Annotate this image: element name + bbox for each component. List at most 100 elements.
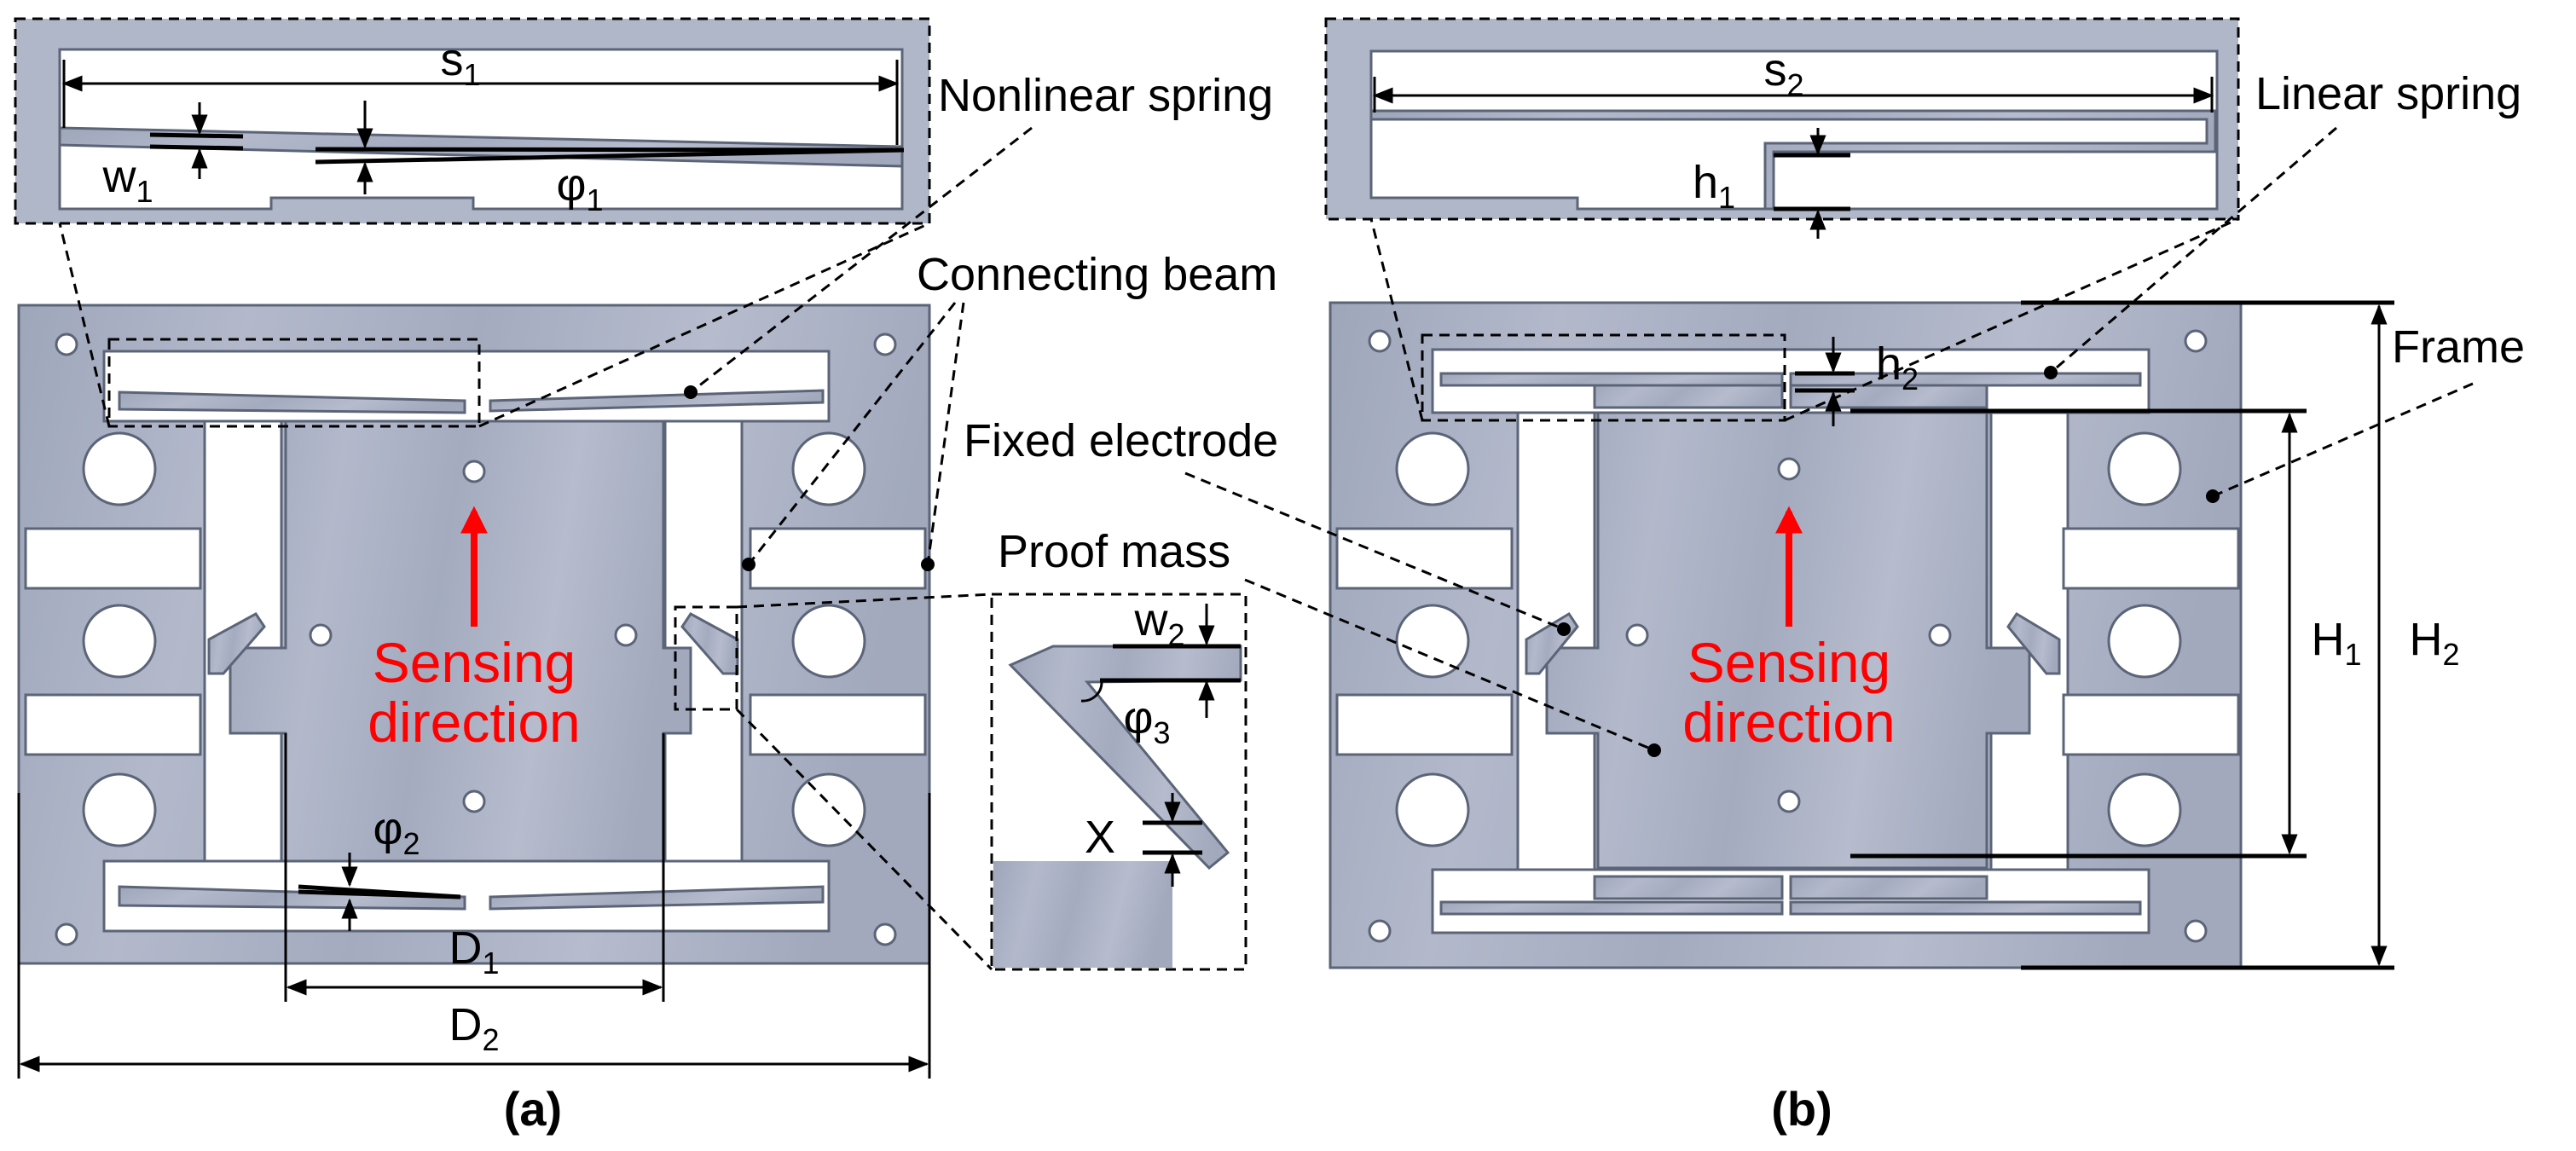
caption-a: (a) <box>504 1082 562 1136</box>
s1-label: s1 <box>440 34 480 92</box>
slot-b-l2 <box>1335 693 1514 756</box>
connecting-beam-leader-1 <box>747 302 957 565</box>
zoom-box-spring-a <box>107 338 481 428</box>
small-hole-b-7 <box>1928 623 1952 647</box>
inset-a-beam <box>58 126 904 168</box>
proof-mass-label: Proof mass <box>998 526 1230 577</box>
hole-b-5 <box>2107 604 2182 679</box>
frame-label: Frame <box>2392 321 2525 373</box>
small-hole-b-8 <box>1777 790 1801 813</box>
w1-line-1 <box>149 132 244 139</box>
sensing-text-b-2: direction <box>1682 691 1895 754</box>
small-hole-a-5 <box>462 460 486 483</box>
panel-b: Sensing direction s2 h1 Linear spring h2… <box>964 17 2525 1136</box>
connecting-beam-dot-1 <box>742 558 755 571</box>
inset-a-cavity <box>58 48 904 211</box>
hole-a-5 <box>791 604 866 679</box>
electrode-inset: Proof mass w2 φ3 X <box>674 526 1247 971</box>
small-hole-a-7 <box>614 623 638 647</box>
h2-label: h2 <box>1876 338 1919 396</box>
d1-label: D1 <box>449 923 499 980</box>
electrode-leader-1 <box>736 593 993 609</box>
phi1-label: φ1 <box>556 159 603 217</box>
fixed-electrode-dot <box>1557 622 1571 636</box>
H2-label: H2 <box>2409 614 2459 672</box>
linear-spring-b-fold-1 <box>1593 384 1784 409</box>
connecting-beam-label: Connecting beam <box>917 249 1277 300</box>
hole-a-3 <box>82 772 157 847</box>
w2-label: w2 <box>1133 594 1184 652</box>
small-hole-a-2 <box>873 333 897 356</box>
phi2-label: φ2 <box>373 803 420 861</box>
small-hole-a-1 <box>55 333 78 356</box>
caption-b: (b) <box>1771 1082 1832 1136</box>
zoom-box-spring-b <box>1421 333 1786 422</box>
connecting-beam-leader-2 <box>926 302 965 565</box>
slot-a-l1 <box>24 527 202 590</box>
linear-spring-b-fold-4 <box>1789 875 1988 900</box>
electrode-leader-2 <box>735 708 993 971</box>
hole-b-3 <box>1395 772 1470 847</box>
zoom-leader-a-1 <box>58 223 111 427</box>
linear-spring-label: Linear spring <box>2255 68 2521 119</box>
hole-a-2 <box>82 604 157 679</box>
proof-mass-leader <box>1244 578 1655 752</box>
linear-spring-leader <box>2050 126 2337 374</box>
small-hole-b-2 <box>2184 329 2208 353</box>
linear-spring-dot <box>2044 366 2058 379</box>
d2-label: D2 <box>449 999 499 1057</box>
small-hole-a-6 <box>309 623 333 647</box>
small-hole-a-4 <box>873 923 897 946</box>
nonlinear-spring-left-top <box>118 390 466 414</box>
linear-spring-b-1 <box>1439 372 1784 387</box>
w1-line-2 <box>149 144 244 151</box>
inset-proof-mass <box>993 861 1172 968</box>
slot-a-r2 <box>749 693 927 756</box>
inset-b-folded-beam <box>1369 109 2217 211</box>
small-hole-b-5 <box>1777 457 1801 481</box>
electrode-left-a <box>207 612 266 675</box>
panel-a: Sensing direction s1 w1 φ1 Nonlinear spr… <box>14 17 1277 1136</box>
H1-label: H1 <box>2311 614 2361 672</box>
sensing-text-a-2: direction <box>368 691 580 754</box>
slot-a-r1 <box>749 527 927 590</box>
small-hole-a-3 <box>55 923 78 946</box>
small-hole-b-3 <box>1368 919 1392 943</box>
electrode-right-b <box>2006 611 2061 675</box>
w1-label: w1 <box>101 151 153 209</box>
zoom-leader-a-2 <box>478 222 930 428</box>
hole-a-1 <box>82 431 157 506</box>
zoom-leader-b-1 <box>1369 218 1424 421</box>
slot-b-r1 <box>2062 527 2240 590</box>
linear-spring-b-3 <box>1439 900 1784 916</box>
linear-spring-b-4 <box>1789 900 2142 916</box>
proof-mass-dot <box>1647 743 1661 757</box>
sensing-text-a-1: Sensing <box>373 631 576 694</box>
sensing-text-b-1: Sensing <box>1687 631 1891 694</box>
hole-b-1 <box>1395 431 1470 506</box>
zoom-leader-b-2 <box>1784 217 2239 422</box>
nonlinear-spring-leader <box>690 126 1033 394</box>
x-label: X <box>1085 812 1115 863</box>
small-hole-b-6 <box>1625 623 1649 647</box>
small-hole-b-4 <box>2184 919 2208 943</box>
nonlinear-spring-right-bottom <box>489 885 825 911</box>
hole-b-6 <box>2107 772 2182 847</box>
slot-b-r2 <box>2062 693 2240 756</box>
small-hole-b-1 <box>1368 329 1392 353</box>
hole-a-6 <box>791 772 866 847</box>
fixed-electrode-leader <box>1184 471 1565 631</box>
slot-a-l2 <box>24 693 202 756</box>
h1-label: h1 <box>1693 157 1735 215</box>
frame-dot <box>2206 489 2220 503</box>
frame-leader <box>2212 382 2474 498</box>
hole-a-4 <box>791 431 866 506</box>
phi3-label: φ3 <box>1123 692 1170 750</box>
slot-b-l1 <box>1335 527 1514 590</box>
hole-b-2 <box>1395 604 1470 679</box>
phi3-arc <box>1080 681 1103 703</box>
hole-b-4 <box>2107 431 2182 506</box>
phi1-angle-line <box>315 147 905 165</box>
fixed-electrode-label: Fixed electrode <box>964 415 1278 466</box>
